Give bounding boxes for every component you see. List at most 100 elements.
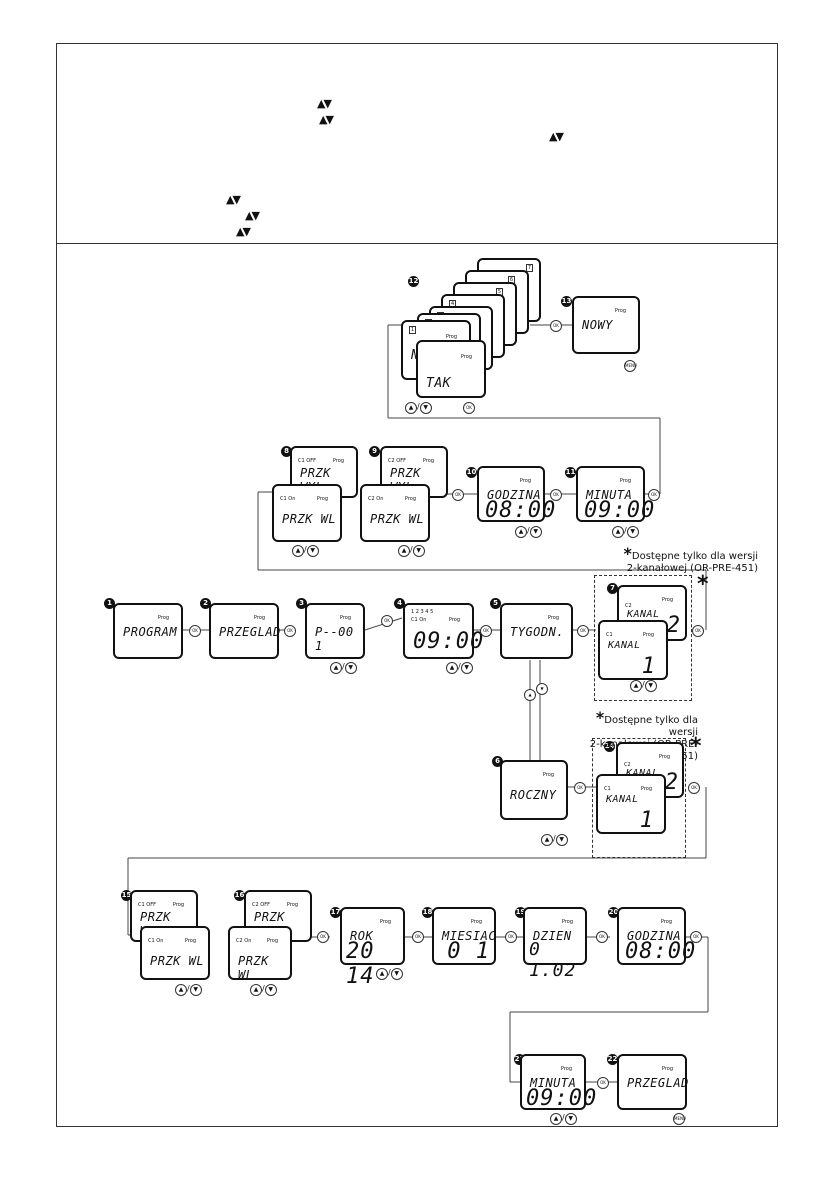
menu-button[interactable]: MENU	[673, 1113, 686, 1125]
down-arrow-icon[interactable]: ▼	[306, 545, 319, 557]
lcd-screen-tak: Prog TAK	[416, 340, 486, 398]
lcd-screen-godzina: Prog GODZINA 08:00	[477, 466, 555, 523]
note-line: 2-kanałowej (OR-PRE-451)	[626, 563, 758, 574]
slash: /	[553, 834, 556, 843]
prog-indicator: Prog	[661, 1066, 673, 1072]
step-badge: 19	[515, 907, 526, 918]
lcd-text: PRZEGLAD	[219, 625, 281, 639]
down-arrow-icon[interactable]: ▼	[644, 680, 657, 692]
up-arrow-icon[interactable]: ▲	[612, 526, 624, 538]
up-down-buttons[interactable]: ▲/▼	[515, 526, 542, 538]
prog-indicator: Prog	[184, 938, 196, 944]
lcd-text: KANAL	[606, 794, 639, 805]
down-arrow-icon[interactable]: ▼	[460, 662, 473, 674]
down-arrow-icon[interactable]: ▼	[529, 526, 542, 538]
ok-button[interactable]: OK	[596, 931, 608, 943]
up-arrow-icon[interactable]: ▲	[446, 662, 458, 674]
up-arrow-icon[interactable]: ▲	[292, 545, 304, 557]
up-down-buttons[interactable]: ▲/▼	[550, 1113, 577, 1125]
up-down-buttons[interactable]: ▲/▼	[250, 984, 277, 996]
up-arrow-icon[interactable]: ▲	[630, 680, 642, 692]
down-arrow-icon[interactable]: ▼	[555, 834, 568, 846]
days-indicator: 1 2 3 4 5	[411, 609, 434, 615]
ok-button[interactable]: OK	[597, 1077, 609, 1089]
slash: /	[342, 662, 345, 671]
prog-indicator: Prog	[266, 938, 278, 944]
up-arrow-icon[interactable]: ▲	[376, 968, 388, 980]
slash: /	[187, 984, 190, 993]
slash: /	[410, 545, 413, 554]
up-arrow-icon[interactable]: ▲	[524, 689, 536, 701]
lcd-text: NOWY	[582, 318, 613, 332]
up-arrow-icon[interactable]: ▲	[550, 1113, 562, 1125]
slash: /	[562, 1113, 565, 1122]
ok-button[interactable]: OK	[189, 625, 201, 637]
lcd-screen-przeglad: Prog PRZEGLAD	[209, 603, 281, 659]
ok-button[interactable]: OK	[381, 615, 393, 627]
lcd-big: 2	[664, 770, 679, 795]
ok-button[interactable]: OK	[463, 402, 475, 414]
up-arrow-icon[interactable]: ▲	[330, 662, 342, 674]
ok-button[interactable]: OK	[550, 320, 562, 332]
lcd-screen-time: 1 2 3 4 5 C1 On Prog 09:00	[403, 603, 483, 659]
step-badge: 14	[604, 741, 615, 752]
up-arrow-icon[interactable]: ▲	[405, 402, 417, 414]
ok-button[interactable]: OK	[688, 782, 700, 794]
lcd-text: PRZK WL	[238, 954, 269, 982]
up-down-icon: ▲▼	[319, 113, 334, 126]
down-arrow-icon[interactable]: ▼	[419, 402, 432, 414]
up-down-buttons[interactable]: ▲/▼	[630, 680, 657, 692]
ok-button[interactable]: OK	[692, 625, 704, 637]
down-arrow-icon[interactable]: ▼	[536, 683, 548, 695]
ok-button[interactable]: OK	[574, 782, 586, 794]
up-arrow-icon[interactable]: ▲	[250, 984, 262, 996]
up-down-buttons[interactable]: ▲/▼	[376, 968, 403, 980]
lcd-screen-dzien: Prog DZIEN 0 1.02	[523, 907, 587, 981]
up-arrow-icon[interactable]: ▲	[515, 526, 527, 538]
ok-button[interactable]: OK	[690, 931, 702, 943]
ok-button[interactable]: OK	[412, 931, 424, 943]
ok-button[interactable]: OK	[648, 489, 660, 501]
up-down-buttons[interactable]: ▲/▼	[330, 662, 357, 674]
prog-indicator: Prog	[286, 902, 298, 908]
down-arrow-icon[interactable]: ▼	[264, 984, 277, 996]
lcd-screen-minuta-2: Prog MINUTA 09:00	[520, 1054, 596, 1111]
slash: /	[624, 526, 627, 535]
down-arrow-icon[interactable]: ▼	[412, 545, 425, 557]
availability-note: *Dostępne tylko dla wersji 2-kanałowej (…	[578, 546, 758, 575]
up-down-buttons[interactable]: ▲/▼	[612, 526, 639, 538]
ok-button[interactable]: OK	[317, 931, 329, 943]
down-arrow-icon[interactable]: ▼	[626, 526, 639, 538]
lcd-text: DZIEN	[533, 929, 572, 943]
slash: /	[527, 526, 530, 535]
up-down-buttons[interactable]: ▲/▼	[446, 662, 473, 674]
channel-indicator: C1 On	[280, 496, 296, 502]
lcd-big: 09:00	[526, 1086, 598, 1111]
ok-button[interactable]: OK	[452, 489, 464, 501]
prog-indicator: Prog	[542, 772, 554, 778]
down-arrow-icon[interactable]: ▼	[564, 1113, 577, 1125]
down-arrow-icon[interactable]: ▼	[189, 984, 202, 996]
up-arrow-icon[interactable]: ▲	[398, 545, 410, 557]
lcd-screen-roczny: Prog ROCZNY	[500, 760, 568, 820]
up-down-buttons[interactable]: ▲/▼	[292, 545, 319, 557]
ok-button[interactable]: OK	[505, 931, 517, 943]
step-badge: 15	[121, 890, 132, 901]
lcd-screen-minuta: Prog MINUTA 09:00	[576, 466, 654, 523]
step-badge: 8	[281, 446, 292, 457]
up-down-buttons[interactable]: ▲/▼	[405, 402, 432, 414]
lcd-text: MINUTA	[530, 1076, 577, 1090]
up-down-buttons[interactable]: ▲/▼	[541, 834, 568, 846]
up-down-buttons[interactable]: ▲/▼	[398, 545, 425, 557]
menu-button[interactable]: MENU	[624, 360, 637, 372]
ok-button[interactable]: OK	[480, 625, 492, 637]
ok-button[interactable]: OK	[577, 625, 589, 637]
ok-button[interactable]: OK	[550, 489, 562, 501]
step-badge: 13	[561, 296, 572, 307]
up-arrow-icon[interactable]: ▲	[175, 984, 187, 996]
down-arrow-icon[interactable]: ▼	[344, 662, 357, 674]
ok-button[interactable]: OK	[284, 625, 296, 637]
up-arrow-icon[interactable]: ▲	[541, 834, 553, 846]
up-down-buttons[interactable]: ▲/▼	[175, 984, 202, 996]
down-arrow-icon[interactable]: ▼	[390, 968, 403, 980]
